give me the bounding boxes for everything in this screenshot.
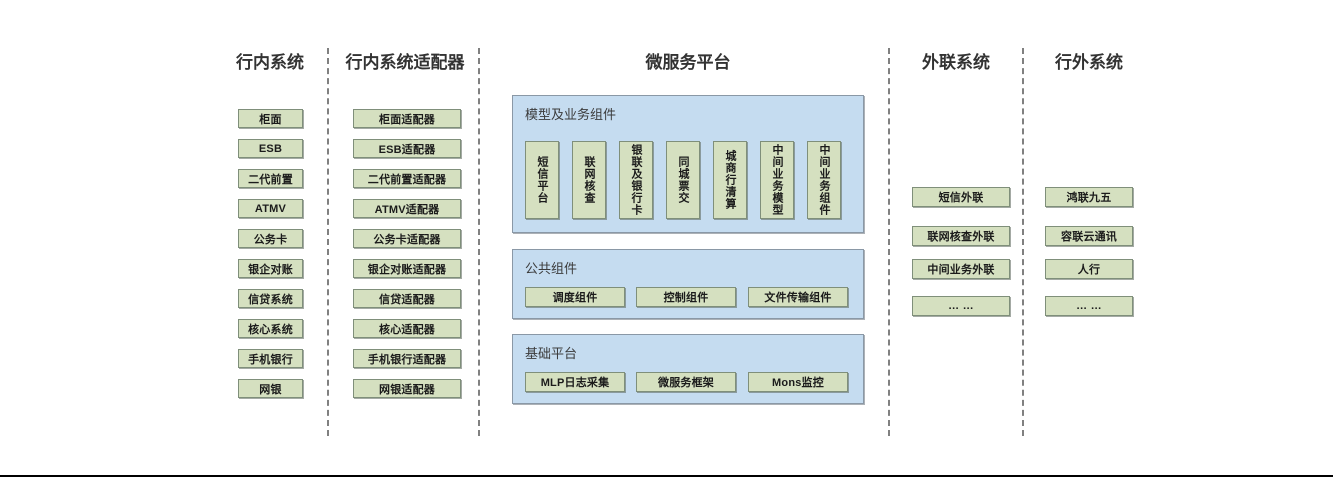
list-item[interactable]: 鸿联九五 xyxy=(1045,187,1133,207)
column-title-microservice: 微服务平台 xyxy=(645,53,731,72)
list-item[interactable]: ESB适配器 xyxy=(353,139,461,158)
list-item[interactable]: 核心适配器 xyxy=(353,319,461,338)
list-item[interactable]: 容联云通讯 xyxy=(1045,226,1133,246)
separator-2 xyxy=(478,48,480,436)
list-item[interactable]: 控制组件 xyxy=(636,287,736,307)
list-item[interactable]: … … xyxy=(1045,296,1133,316)
list-item[interactable]: 网银适配器 xyxy=(353,379,461,398)
list-item[interactable]: 信贷适配器 xyxy=(353,289,461,308)
list-item[interactable]: 柜面适配器 xyxy=(353,109,461,128)
list-item[interactable]: 短信平台 xyxy=(525,141,559,219)
list-item[interactable]: 手机银行 xyxy=(238,349,303,368)
bottom-divider xyxy=(0,475,1333,477)
column-title-in-bank: 行内系统 xyxy=(236,53,304,72)
list-item[interactable]: 中间业务外联 xyxy=(912,259,1010,279)
list-item[interactable]: 短信外联 xyxy=(912,187,1010,207)
list-item[interactable]: 手机银行适配器 xyxy=(353,349,461,368)
list-item[interactable]: 同城票交 xyxy=(666,141,700,219)
list-item[interactable]: ATMV适配器 xyxy=(353,199,461,218)
panel-public-components: 公共组件 xyxy=(512,249,864,319)
list-item[interactable]: 核心系统 xyxy=(238,319,303,338)
panel-label-base-platform: 基础平台 xyxy=(525,346,578,361)
separator-4 xyxy=(1022,48,1024,436)
list-item[interactable]: 中间业务模型 xyxy=(760,141,794,219)
list-item[interactable]: 文件传输组件 xyxy=(748,287,848,307)
list-item[interactable]: ATMV xyxy=(238,199,303,218)
list-item[interactable]: 联网核查 xyxy=(572,141,606,219)
list-item[interactable]: 城商行清算 xyxy=(713,141,747,219)
column-title-external-link: 外联系统 xyxy=(922,53,990,72)
column-title-out-bank: 行外系统 xyxy=(1055,53,1123,72)
list-item[interactable]: 柜面 xyxy=(238,109,303,128)
column-title-in-bank-adapter: 行内系统适配器 xyxy=(345,53,465,72)
list-item[interactable]: 网银 xyxy=(238,379,303,398)
separator-3 xyxy=(888,48,890,436)
list-item[interactable]: 银联及银行卡 xyxy=(619,141,653,219)
list-item[interactable]: 银企对账适配器 xyxy=(353,259,461,278)
list-item[interactable]: 信贷系统 xyxy=(238,289,303,308)
list-item[interactable]: ESB xyxy=(238,139,303,158)
list-item[interactable]: 联网核查外联 xyxy=(912,226,1010,246)
list-item[interactable]: 二代前置 xyxy=(238,169,303,188)
panel-label-public-components: 公共组件 xyxy=(525,261,578,276)
separator-1 xyxy=(327,48,329,436)
list-item[interactable]: 中间业务组件 xyxy=(807,141,841,219)
list-item[interactable]: 二代前置适配器 xyxy=(353,169,461,188)
list-item[interactable]: 公务卡适配器 xyxy=(353,229,461,248)
list-item[interactable]: 调度组件 xyxy=(525,287,625,307)
panel-label-model-business-components: 模型及业务组件 xyxy=(525,107,617,122)
list-item[interactable]: 人行 xyxy=(1045,259,1133,279)
list-item[interactable]: MLP日志采集 xyxy=(525,372,625,392)
list-item[interactable]: … … xyxy=(912,296,1010,316)
list-item[interactable]: Mons监控 xyxy=(748,372,848,392)
panel-base-platform: 基础平台 xyxy=(512,334,864,404)
list-item[interactable]: 微服务框架 xyxy=(636,372,736,392)
list-item[interactable]: 公务卡 xyxy=(238,229,303,248)
list-item[interactable]: 银企对账 xyxy=(238,259,303,278)
